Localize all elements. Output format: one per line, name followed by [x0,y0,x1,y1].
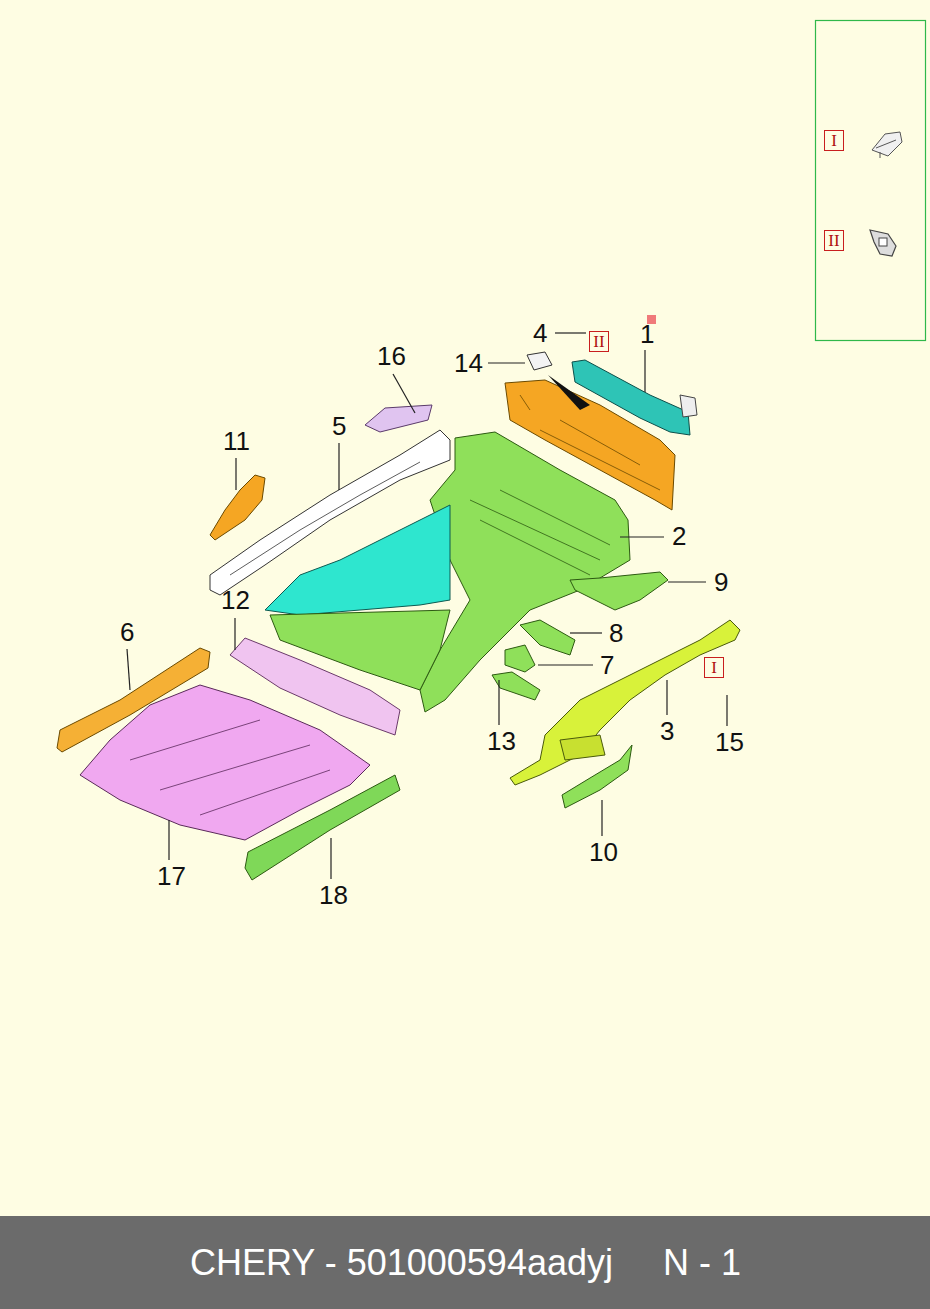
marker-text: II [593,333,604,350]
marker-text: I [711,659,717,676]
callout-number: 8 [609,620,623,646]
view-marker: II [824,230,844,251]
callout-number: 16 [377,343,406,369]
callout-number: 18 [319,882,348,908]
callout-number: 2 [672,523,686,549]
callout-number: 14 [454,350,483,376]
callout-number: 13 [487,728,516,754]
footer-caption: CHERY - 501000594aadyj N - 1 [190,1245,741,1281]
view-marker: I [704,657,724,678]
callout-number: 11 [223,428,250,454]
callout-number: 9 [714,569,728,595]
marker-text: I [831,132,837,149]
callout-number: 4 [533,320,547,346]
callout-number: 1 [640,321,654,347]
callout-number: 5 [332,413,346,439]
view-marker: II [589,331,609,352]
callout-number: 17 [157,863,186,889]
view-marker: I [824,130,844,151]
callout-number: 6 [120,619,134,645]
marker-text: II [828,232,839,249]
callout-number: 10 [589,839,618,865]
callout-number: 3 [660,718,674,744]
callout-number: 15 [715,729,744,755]
callout-number: 7 [600,652,614,678]
callout-number: 12 [221,587,250,613]
